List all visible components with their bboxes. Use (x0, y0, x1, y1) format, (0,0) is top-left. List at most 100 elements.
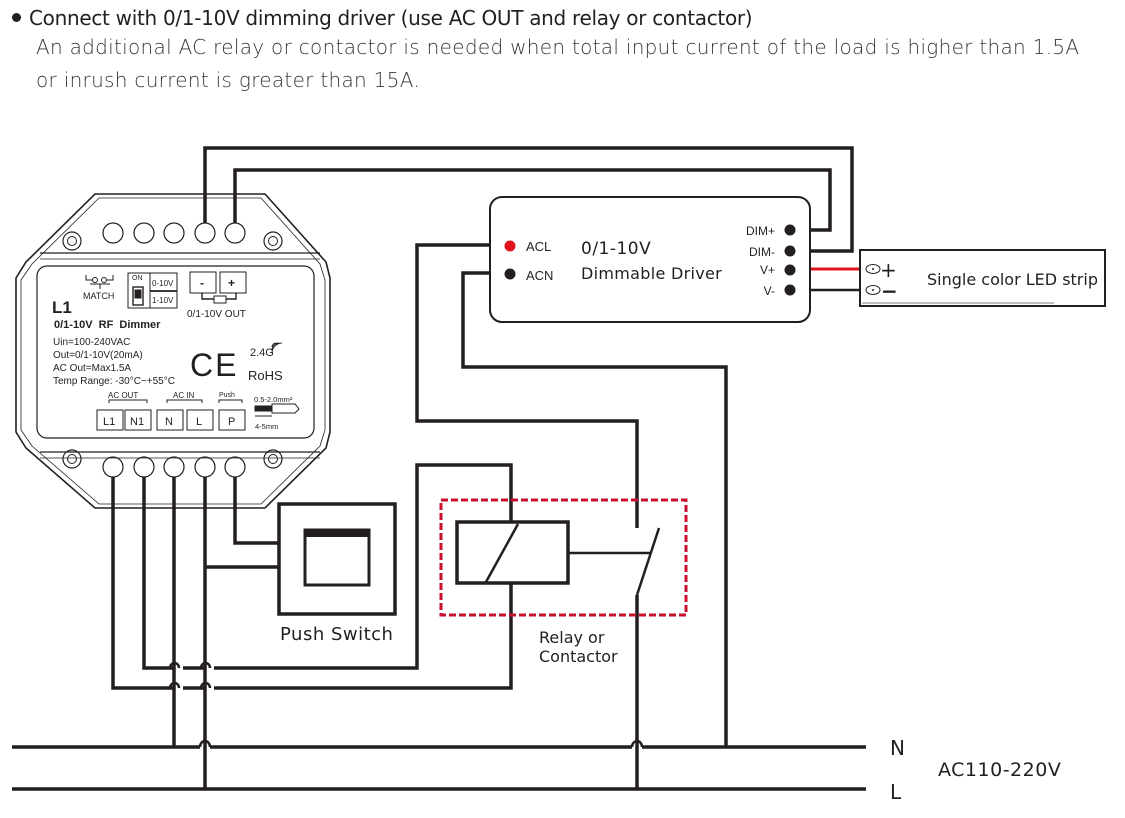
dim-out-plus: + (228, 276, 235, 290)
group-ac-out: AC OUT (108, 391, 138, 400)
mount-hole-icon (62, 449, 82, 469)
led-strip: + − Single color LED strip (859, 249, 1106, 307)
led-plus-label: + (880, 258, 897, 282)
bottom-terminal-screw-p (224, 456, 246, 478)
rf-label: 2.4G (250, 347, 274, 359)
top-terminal-screw (133, 222, 155, 244)
wire-acl (415, 243, 639, 528)
push-switch-frame (277, 502, 397, 616)
acn-terminal-dot (504, 268, 516, 280)
bullet-icon (12, 13, 21, 22)
wire-strip-icon (254, 403, 300, 417)
dimmer-name: 0/1-10V RF Dimmer (54, 319, 161, 331)
wires (12, 146, 866, 791)
relay-label-1: Relay or (539, 628, 605, 647)
strip-length-label: 4-5mm (255, 422, 278, 431)
top-terminal-screw (163, 222, 185, 244)
acl-terminal-dot (504, 240, 516, 252)
relay-dashed-outline (439, 498, 688, 617)
led-strip-label: Single color LED strip (927, 270, 1098, 289)
v-minus-label: V- (764, 284, 775, 298)
dim-minus-terminal-dot (784, 245, 796, 257)
section-title: Connect with 0/1-10V dimming driver (use… (12, 6, 1079, 30)
top-terminal-screw (102, 222, 124, 244)
match-label: MATCH (83, 291, 114, 301)
mount-hole-icon (263, 231, 283, 251)
rohs-label: RoHS (248, 368, 283, 383)
bottom-terminal-screw-n (163, 456, 185, 478)
dimmer-texts: MATCH L1 ON 0-10V 1-10V - + 0/1-10V OUT … (52, 275, 293, 431)
spec-out: Out=0/1-10V(20mA) (53, 350, 143, 361)
dimmer-housing (15, 193, 331, 509)
mains-labels: N L AC110-220V (890, 736, 1061, 804)
relay-switch-contact (635, 527, 661, 596)
dimmer-housing-inner (20, 197, 326, 505)
dimmer-model: L1 (52, 298, 72, 317)
driver-title-1: 0/1-10V (581, 239, 651, 259)
dip-on-label: ON (132, 275, 143, 282)
mains-n-label: N (890, 736, 905, 760)
dim-plus-terminal-dot (784, 224, 796, 236)
relay-coil (455, 520, 570, 585)
v-minus-terminal-dot (784, 284, 796, 296)
relay-label-2: Contactor (539, 647, 618, 666)
led-strip-body (859, 249, 1106, 307)
push-switch-label: Push Switch (280, 624, 393, 645)
spec-uin: Uin=100-240VAC (53, 337, 130, 348)
mains-voltage: AC110-220V (938, 759, 1061, 781)
v-plus-terminal-dot (784, 264, 796, 276)
push-switch-button (303, 528, 371, 587)
dimmable-driver: ACL ACN 0/1-10V Dimmable Driver DIM+ DIM… (489, 196, 811, 323)
driver-title-2: Dimmable Driver (581, 264, 722, 283)
relay-contactor: Relay or Contactor (439, 498, 688, 666)
section-title-text: Connect with 0/1-10V dimming driver (use… (29, 6, 753, 30)
led-minus-label: − (881, 279, 898, 303)
dim-minus-label: DIM- (749, 245, 775, 259)
dim-out-terminal-block (189, 271, 247, 304)
description-line-2: or inrush current is greater than 15A. (36, 68, 421, 92)
dip-option-0-10v: 0-10V (152, 279, 174, 288)
wire-hop (168, 661, 212, 689)
spec-temp: Temp Range: -30°C~+55°C (53, 376, 175, 387)
top-terminal-screw-dim-plus (224, 222, 246, 244)
acn-label: ACN (526, 268, 553, 283)
wire-dim-plus (233, 168, 832, 232)
push-switch: Push Switch (277, 502, 397, 645)
top-terminal-screw-dim-minus (194, 222, 216, 244)
group-ac-in: AC IN (173, 391, 195, 400)
dimmer-module (15, 193, 331, 509)
dip-option-1-10v: 1-10V (152, 296, 174, 305)
terminal-label-l1: L1 (103, 416, 115, 428)
dim-plus-label: DIM+ (746, 224, 775, 238)
bottom-terminal-block (96, 399, 246, 431)
dip-switch (127, 272, 178, 309)
wire-acn (461, 271, 728, 747)
group-push: Push (219, 392, 235, 399)
mount-hole-icon (62, 231, 82, 251)
wire-hop (198, 739, 644, 748)
wire-push-p (233, 477, 279, 545)
mount-hole-icon (263, 449, 283, 469)
header: Connect with 0/1-10V dimming driver (use… (12, 6, 1079, 98)
ce-mark: CE (190, 347, 238, 383)
description-line-1: An additional AC relay or contactor is n… (36, 35, 1080, 59)
terminal-label-n: N (165, 416, 173, 428)
bottom-terminal-screw-l (194, 456, 216, 478)
terminal-label-l: L (196, 416, 202, 428)
v-plus-label: V+ (760, 263, 775, 277)
terminal-label-n1: N1 (130, 416, 144, 428)
terminal-label-p: P (228, 416, 235, 428)
wireless-signal-icon (271, 342, 283, 354)
bottom-terminal-screw-l1 (102, 456, 124, 478)
wire-dim-minus (203, 146, 854, 253)
mains-l-label: L (890, 780, 902, 804)
bottom-terminal-screw-n1 (133, 456, 155, 478)
match-button-icon (85, 275, 114, 289)
wire-gauge-label: 0.5-2.0mm² (254, 395, 293, 404)
dim-out-label: 0/1-10V OUT (187, 309, 246, 320)
dimmer-label-panel (36, 265, 315, 439)
spec-ac-out: AC Out=Max1.5A (53, 363, 131, 374)
dim-out-minus: - (200, 276, 204, 290)
acl-label: ACL (526, 239, 551, 254)
